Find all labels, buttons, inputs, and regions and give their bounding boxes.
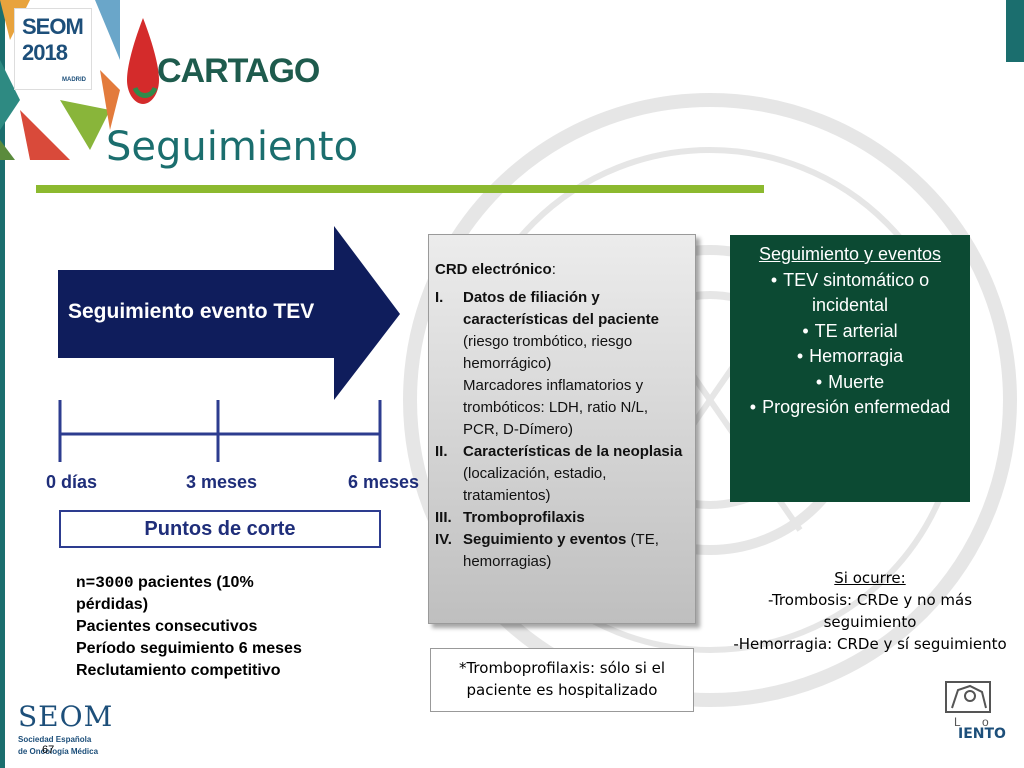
event-item-hemorragia: •Hemorragia <box>730 344 970 370</box>
crd-item-1: I. Datos de filiación y características … <box>435 287 687 441</box>
stats-line-1: n=3000 pacientes (10% <box>76 572 356 594</box>
seom-2018-logo-year: 2018 <box>22 40 68 65</box>
crd-title-colon: : <box>551 261 556 278</box>
page-title: Seguimiento <box>106 124 359 170</box>
crd-item-3-number: III. <box>435 509 452 526</box>
crd-item-1-markers: Marcadores inflamatorios y trombóticos: … <box>463 377 649 438</box>
event-item-te-arterial: •TE arterial <box>730 319 970 345</box>
note-thrombosis: -Trombosis: CRDe y no más seguimiento <box>767 591 973 631</box>
follow-up-arrow-shape <box>58 226 400 400</box>
crd-title: CRD electrónico: <box>435 259 687 281</box>
seom-2018-logo-city: MADRID <box>62 77 86 83</box>
right-accent-strip <box>1006 0 1024 62</box>
stats-line-4: Período seguimiento 6 meses <box>76 640 302 657</box>
timeline-axis <box>58 400 382 462</box>
seom-footer-logo: SEOM Sociedad Española de Oncología Médi… <box>18 700 118 757</box>
crd-item-4-detail: (TE, hemorragias) <box>463 531 659 570</box>
crd-item-2-number: II. <box>435 443 448 460</box>
seom-footer-sub-1: Sociedad Española <box>18 735 92 744</box>
events-title: Seguimiento y eventos <box>758 244 942 264</box>
cartago-logo-text: CARTAGO <box>157 52 320 90</box>
bullet-icon: • <box>770 269 778 290</box>
anniversary-lion-icon: L o <box>945 681 991 729</box>
cartago-logo: CARTAGO <box>125 14 320 106</box>
timeline-tick-3-months: 3 meses <box>186 472 258 492</box>
seom-2018-logo-graphic <box>0 0 120 160</box>
crd-item-1-detail: (riesgo trombótico, riesgo hemorrágico) <box>463 333 633 372</box>
bullet-icon: • <box>815 371 823 392</box>
event-item-tev: •TEV sintomático o incidental <box>730 268 970 319</box>
stats-line-2: pérdidas) <box>76 596 149 613</box>
crd-item-4: IV. Seguimiento y eventos (TE, hemorragi… <box>435 529 687 573</box>
event-label: TE arterial <box>814 320 898 341</box>
event-item-progresion: •Progresión enfermedad <box>730 395 970 421</box>
cut-points-label: Puntos de corte <box>59 510 381 548</box>
seom-footer-sub-2: de Oncología Médica <box>18 747 99 756</box>
crd-item-3-heading: Tromboprofilaxis <box>463 509 585 526</box>
event-label: TEV sintomático o incidental <box>783 269 930 316</box>
crd-title-text: CRD electrónico <box>435 261 552 278</box>
crd-item-3: III. Tromboprofilaxis <box>435 507 687 529</box>
follow-up-arrow-label: Seguimiento evento TEV <box>68 300 315 323</box>
seom-footer-name: SEOM <box>18 700 114 733</box>
seom-2018-logo <box>14 8 92 90</box>
svg-text:L: L <box>954 715 961 729</box>
seom-2018-logo-text: SEOM <box>22 14 84 39</box>
left-accent-bar <box>0 0 5 768</box>
event-label: Muerte <box>828 371 885 392</box>
timeline-tick-6-months: 6 meses <box>348 472 420 492</box>
anniversary-logo-text: IENTO <box>958 726 1006 742</box>
blood-drop-icon <box>127 18 159 104</box>
bullet-icon: • <box>796 346 804 366</box>
timeline-tick-0-days: 0 días <box>46 472 98 492</box>
study-stats: n=3000 pacientes (10% pérdidas) Paciente… <box>76 572 356 682</box>
crd-item-2: II. Características de la neoplasia (loc… <box>435 441 687 507</box>
page-number: 67 <box>42 744 55 756</box>
event-label: Progresión enfermedad <box>762 397 951 417</box>
crd-item-2-detail: (localización, estadio, tratamientos) <box>463 465 607 504</box>
crd-item-4-number: IV. <box>435 531 452 548</box>
event-item-muerte: •Muerte <box>730 370 970 396</box>
stats-line-3: Pacientes consecutivos <box>76 618 258 635</box>
crd-item-2-heading: Características de la neoplasia <box>463 443 683 460</box>
crd-item-4-heading: Seguimiento y eventos <box>463 531 627 548</box>
bullet-icon: • <box>802 320 809 341</box>
thromboprophylaxis-footnote: *Tromboprofilaxis: sólo si el paciente e… <box>430 648 694 712</box>
if-occurs-note: Si ocurre: -Trombosis: CRDe y no más seg… <box>728 567 1012 655</box>
bullet-icon: • <box>749 397 757 417</box>
note-hemorrhage: -Hemorragia: CRDe y sí seguimiento <box>733 635 1007 653</box>
event-label: Hemorragia <box>809 346 904 366</box>
stats-patients: pacientes (10% <box>133 574 254 591</box>
events-list: •TEV sintomático o incidental •TE arteri… <box>730 268 970 421</box>
crd-electronic-box: CRD electrónico: I. Datos de filiación y… <box>428 234 696 624</box>
note-title: Si ocurre: <box>834 569 906 587</box>
svg-text:o: o <box>982 715 989 729</box>
events-box: Seguimiento y eventos •TEV sintomático o… <box>730 235 970 502</box>
stats-sample-size: n=3000 <box>76 574 134 592</box>
crd-item-1-heading: Datos de filiación y características del… <box>463 289 659 328</box>
title-underline <box>36 185 764 193</box>
stats-line-5: Reclutamiento competitivo <box>76 662 281 679</box>
crd-item-1-number: I. <box>435 289 444 306</box>
